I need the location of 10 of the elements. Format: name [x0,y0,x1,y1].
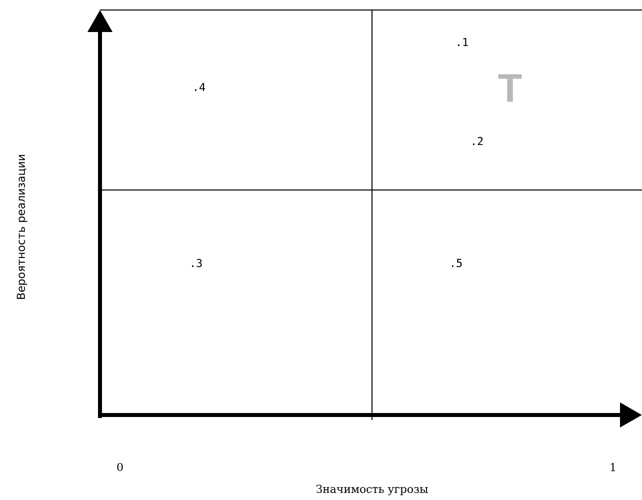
point-label: .3 [192,258,202,268]
point-label: .2 [473,136,483,146]
axis-tick-label: 0 [117,462,123,472]
axis-title: Значимость угрозы [316,484,428,496]
quadrant-letter: T [498,74,522,102]
point-label: .5 [452,258,462,268]
axis-tick-label: 1 [610,462,615,472]
point-label: .1 [458,38,468,46]
point-label: .4 [195,83,206,91]
axis-title: Вероятность реализации [16,155,28,299]
